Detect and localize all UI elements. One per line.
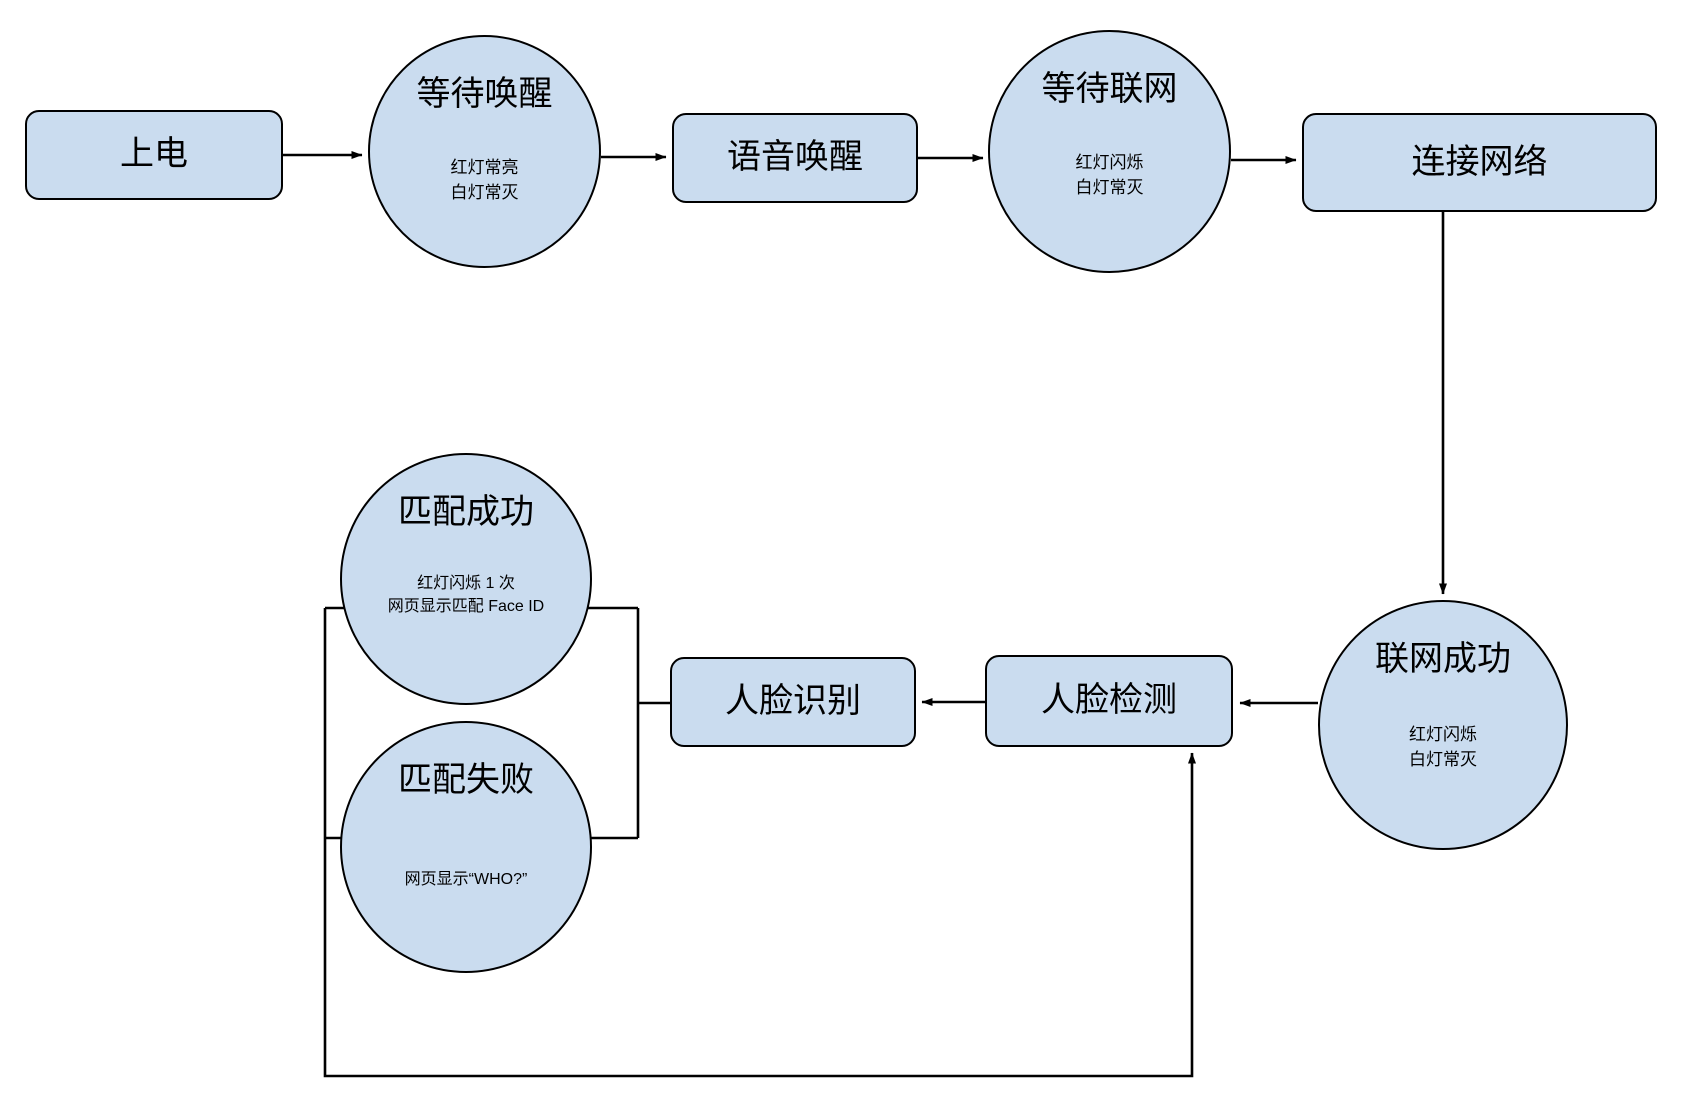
node-face-detect-label: 人脸检测 [1041,681,1177,720]
node-power-on-label: 上电 [120,135,188,174]
node-wait-wake[interactable]: 等待唤醒 红灯常亮 白灯常灭 [368,35,601,268]
node-match-fail-sublabel: 网页显示“WHO?” [404,871,528,889]
node-network-ok[interactable]: 联网成功 红灯闪烁 白灯常灭 [1318,600,1568,850]
node-match-success-sublabel: 红灯闪烁 1 次 网页显示匹配 Face ID [387,575,545,616]
node-face-recognize-label: 人脸识别 [725,682,861,721]
node-power-on[interactable]: 上电 [25,110,283,200]
node-voice-wake[interactable]: 语音唤醒 [672,113,918,203]
node-connect-network-label: 连接网络 [1411,142,1548,181]
node-network-ok-sublabel: 红灯闪烁 白灯常灭 [1409,725,1477,769]
node-match-success[interactable]: 匹配成功 红灯闪烁 1 次 网页显示匹配 Face ID [340,453,592,705]
node-wait-network-sublabel: 红灯闪烁 白灯常灭 [1075,153,1144,197]
node-connect-network[interactable]: 连接网络 [1302,113,1657,212]
node-wait-wake-sublabel: 红灯常亮 白灯常灭 [450,158,519,202]
node-match-fail[interactable]: 匹配失败 网页显示“WHO?” [340,721,592,973]
node-match-fail-label: 匹配失败 [398,761,534,799]
node-face-recognize[interactable]: 人脸识别 [670,657,916,747]
node-network-ok-label: 联网成功 [1375,640,1511,678]
node-wait-network[interactable]: 等待联网 红灯闪烁 白灯常灭 [988,30,1231,273]
node-voice-wake-label: 语音唤醒 [727,138,863,177]
node-match-success-label: 匹配成功 [398,493,534,531]
node-wait-network-label: 等待联网 [1041,70,1178,108]
node-wait-wake-label: 等待唤醒 [416,75,553,113]
node-face-detect[interactable]: 人脸检测 [985,655,1233,747]
